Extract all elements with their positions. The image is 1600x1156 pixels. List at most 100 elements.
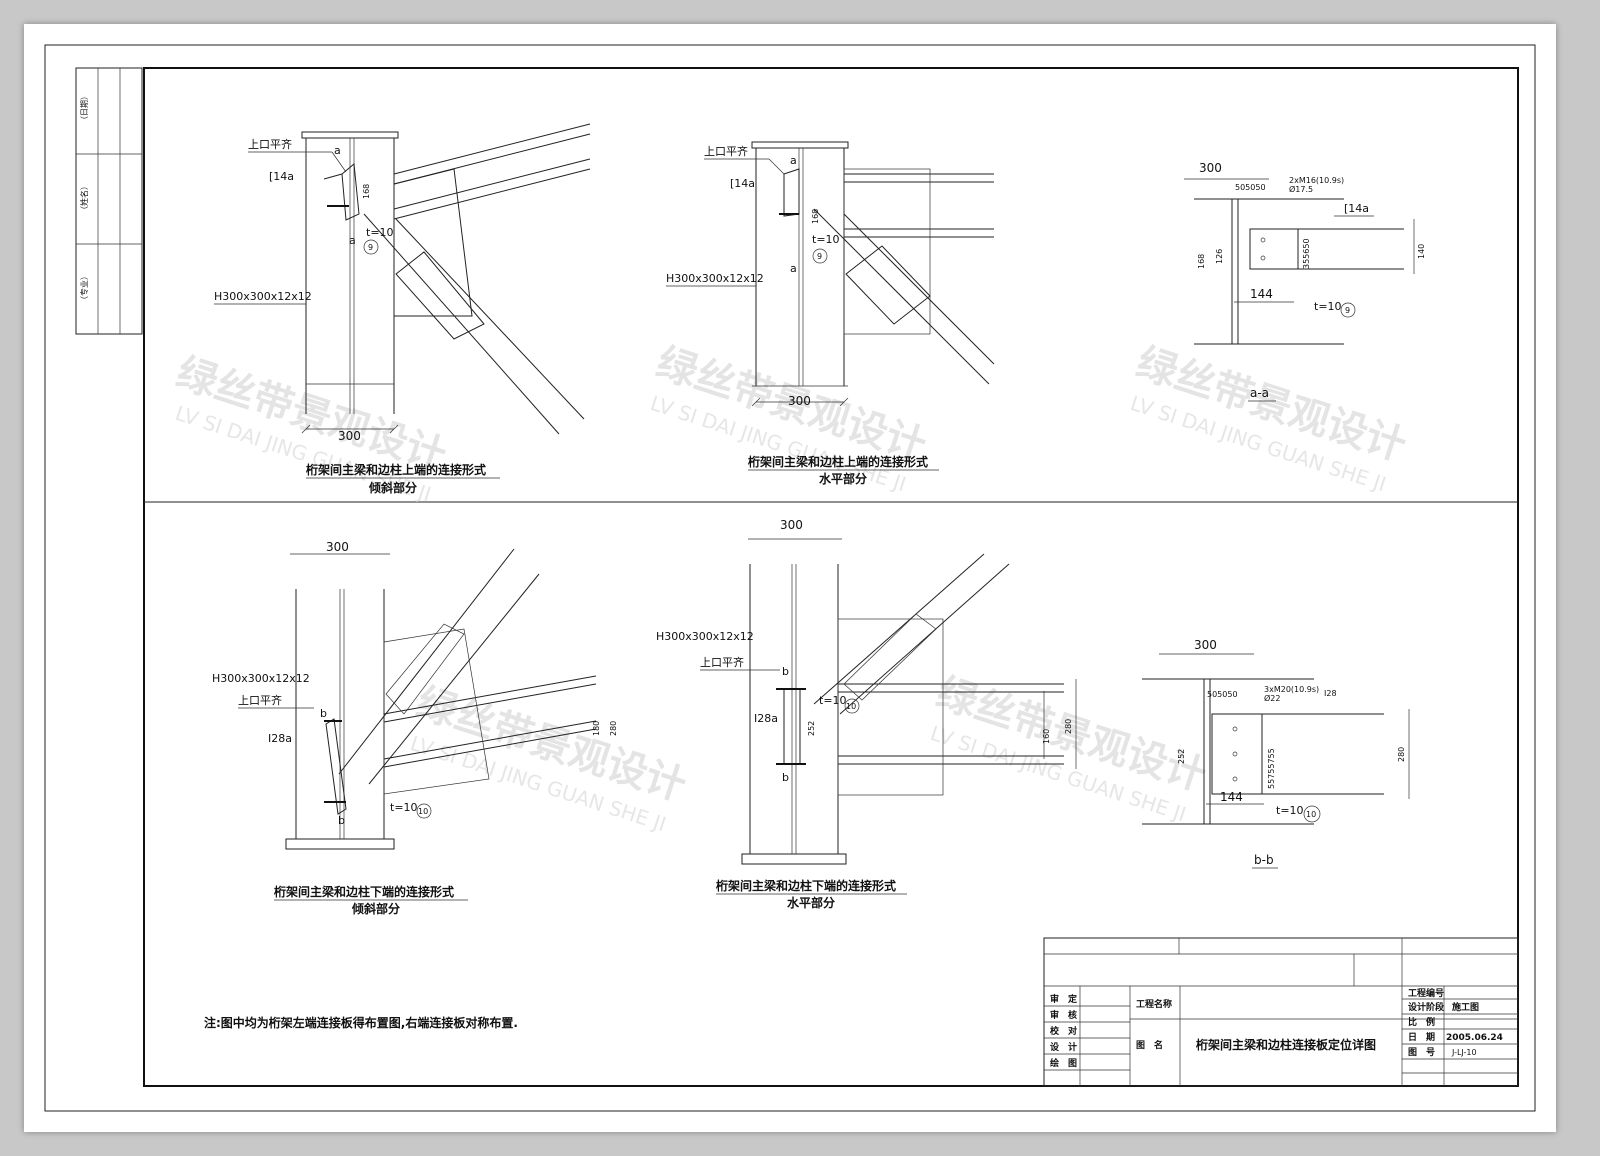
mark-b-bottom-d3: b — [338, 814, 345, 827]
mark-a-top-d2: a — [790, 154, 797, 167]
label-channel-aa: [14a — [1344, 202, 1369, 215]
tb-check: 校 对 — [1050, 1025, 1077, 1037]
mark-a-bottom-d1: a — [349, 234, 356, 247]
tb-date-value: 2005.06.24 — [1446, 1033, 1503, 1043]
dim-252-bb: 252 — [1177, 749, 1186, 764]
dim-505050-aa: 505050 — [1235, 183, 1266, 192]
bolts-aa: 2xM16(10.9s) — [1289, 176, 1344, 185]
dim-300-d1: 300 — [338, 429, 361, 443]
left-info-strip: （日期） （姓名） （专业） — [75, 67, 143, 335]
dim-55755-bb: 55755755 — [1267, 748, 1276, 789]
tb-approve: 审 定 — [1050, 993, 1078, 1005]
tb-draw: 绘 图 — [1050, 1057, 1077, 1069]
circle-9-d1: 9 — [368, 243, 373, 252]
caption-1-line2: 倾斜部分 — [368, 480, 417, 495]
circle-10-bb: 10 — [1306, 810, 1316, 819]
tb-design-stage: 设计阶段 — [1408, 1001, 1445, 1013]
dim-252-d4: 252 — [807, 721, 816, 736]
tb-drawing-no-label: 图 号 — [1408, 1047, 1435, 1058]
bolts-bb: 3xM20(10.9s) — [1264, 685, 1319, 694]
tb-design: 设 计 — [1050, 1041, 1077, 1053]
dim-160-d4: 160 — [1042, 729, 1051, 744]
caption-3-line2: 倾斜部分 — [351, 901, 400, 916]
tb-scale: 比 例 — [1408, 1016, 1435, 1028]
strip-date: （日期） — [80, 92, 89, 124]
circle-9-d2: 9 — [817, 252, 822, 261]
plate-t10-d1: t=10 — [366, 226, 394, 239]
circle-10-d3: 10 — [418, 807, 428, 816]
plate-t10-aa: t=10 — [1314, 300, 1342, 313]
label-top-flush-d3: 上口平齐 — [238, 693, 282, 707]
dim-300-bb: 300 — [1194, 638, 1217, 652]
label-channel-d1: [14a — [269, 170, 294, 183]
mark-b-top-d3: b — [320, 707, 327, 720]
section-title-bb: b-b — [1254, 853, 1274, 867]
caption-3-line1: 桁架间主梁和边柱下端的连接形式 — [274, 884, 454, 899]
dim-280-bb: 280 — [1397, 747, 1406, 762]
dim-144-bb: 144 — [1220, 790, 1243, 804]
mark-a-top-d1: a — [334, 144, 341, 157]
label-h-section-d3: H300x300x12x12 — [212, 672, 310, 685]
tb-review: 审 核 — [1050, 1009, 1077, 1021]
plate-t10-bb: t=10 — [1276, 804, 1304, 817]
hole-aa: Ø17.5 — [1289, 184, 1313, 194]
tb-project-no: 工程编号 — [1408, 987, 1444, 999]
plate-t10-d2: t=10 — [812, 233, 840, 246]
detail-lower-inclined: 300 H300x300x12x12 上口平齐 I28a b b 180 280… — [212, 540, 618, 916]
section-a-a: 300 505050 2xM16(10.9s) Ø17.5 [14a 168 1… — [1184, 161, 1426, 402]
caption-4-line2: 水平部分 — [787, 895, 835, 910]
dim-140-aa: 140 — [1417, 244, 1426, 259]
label-channel-d4: I28a — [754, 712, 778, 725]
dim-144-aa: 144 — [1250, 287, 1273, 301]
label-top-flush-d1: 上口平齐 — [248, 137, 292, 151]
label-i28-bb: I28 — [1324, 689, 1337, 698]
section-b-b: 300 505050 3xM20(10.9s) Ø22 I28 252 5575… — [1142, 638, 1410, 869]
tb-stage-value: 施工图 — [1452, 1001, 1479, 1013]
label-top-flush-d4: 上口平齐 — [700, 655, 744, 669]
dim-180-d3: 180 — [592, 721, 601, 736]
dim-280-d3: 280 — [609, 721, 618, 736]
tb-project-name-label: 工程名称 — [1136, 998, 1172, 1010]
plate-t10-d3: t=10 — [390, 801, 418, 814]
dim-126-aa: 126 — [1215, 249, 1224, 264]
tb-drawing-name-label: 图 名 — [1136, 1039, 1163, 1051]
dim-300-d4: 300 — [780, 518, 803, 532]
circle-10-d4: 10 — [846, 702, 856, 711]
dim-168-d1: 168 — [362, 184, 371, 199]
dim-300-aa: 300 — [1199, 161, 1222, 175]
dim-168-aa: 168 — [1197, 254, 1206, 269]
dim-300-d2: 300 — [788, 394, 811, 408]
dim-355650-aa: 355650 — [1302, 238, 1311, 269]
detail-upper-horizontal: 300 上口平齐 [14a H300x300x12x12 a a 168 t=1… — [666, 141, 995, 486]
hole-bb: Ø22 — [1264, 693, 1280, 703]
label-channel-d3: I28a — [268, 732, 292, 745]
outer-border — [44, 44, 1536, 1112]
mark-b-top-d4: b — [782, 665, 789, 678]
label-top-flush-d2: 上口平齐 — [704, 144, 748, 158]
drawing-sheet: （日期） （姓名） （专业） 绿丝带景观设计 LV SI DAI JING GU… — [24, 24, 1556, 1132]
watermarks: 绿丝带景观设计 LV SI DAI JING GUAN SHE JI 绿丝带景观… — [171, 340, 1412, 837]
plate-t10-d4: t=10 — [819, 694, 847, 707]
dim-300-d3: 300 — [326, 540, 349, 554]
section-title-aa: a-a — [1250, 386, 1269, 400]
title-block: 审 定 审 核 校 对 设 计 绘 图 工程名称 图 名 桁架间主梁和边柱连接板… — [1043, 937, 1519, 1087]
label-h-section-d4: H300x300x12x12 — [656, 630, 754, 643]
tb-drawing-name: 桁架间主梁和边柱连接板定位详图 — [1196, 1037, 1376, 1052]
drawing-note: 注:图中均为桁架左端连接板得布置图,右端连接板对称布置. — [204, 1015, 518, 1030]
tb-date-label: 日 期 — [1408, 1031, 1435, 1043]
caption-2-line1: 桁架间主梁和边柱上端的连接形式 — [748, 454, 928, 469]
dim-280-d4: 280 — [1064, 719, 1073, 734]
label-channel-d2: [14a — [730, 177, 755, 190]
label-h-section-d1: H300x300x12x12 — [214, 290, 312, 303]
circle-9-aa: 9 — [1345, 306, 1350, 315]
dim-505050-bb: 505050 — [1207, 690, 1238, 699]
label-h-section-d2: H300x300x12x12 — [666, 272, 764, 285]
inner-border — [143, 67, 1519, 1087]
dim-168-d2: 168 — [811, 209, 820, 224]
caption-2-line2: 水平部分 — [819, 471, 867, 486]
caption-1-line1: 桁架间主梁和边柱上端的连接形式 — [306, 462, 486, 477]
caption-4-line1: 桁架间主梁和边柱下端的连接形式 — [716, 878, 896, 893]
strip-major: （专业） — [79, 272, 89, 304]
mark-a-bottom-d2: a — [790, 262, 797, 275]
tb-drawing-no: J-LJ-10 — [1451, 1048, 1477, 1057]
